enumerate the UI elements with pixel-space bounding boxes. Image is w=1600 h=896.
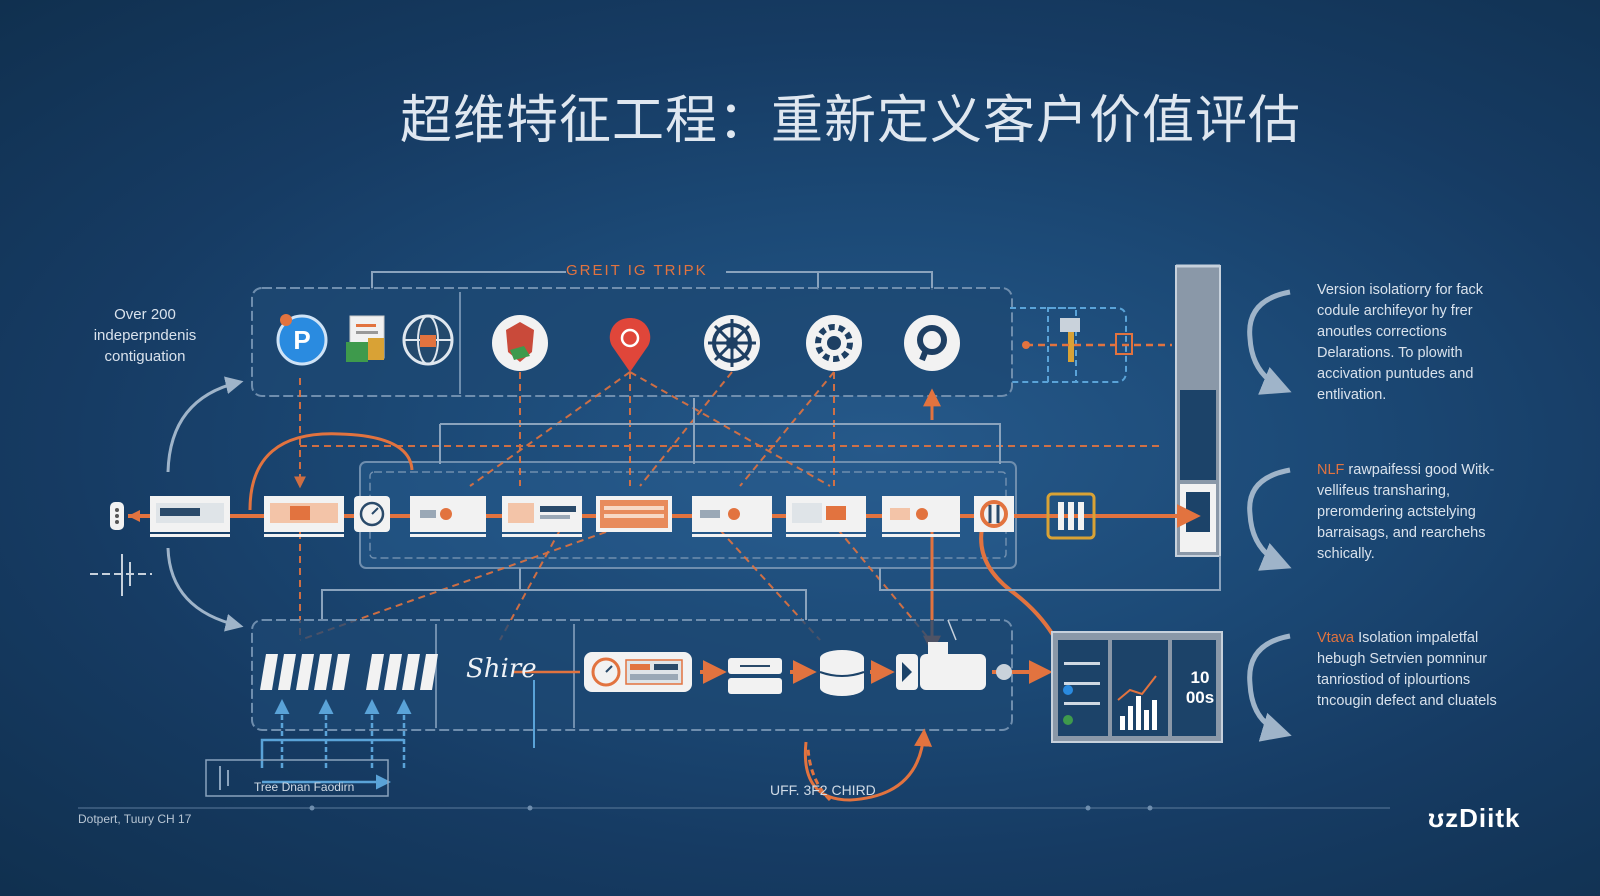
legend-box bbox=[205, 759, 389, 797]
description-body: rawpaifessi good Witk-vellifeus transhar… bbox=[1317, 462, 1495, 562]
crosshair-icon bbox=[90, 554, 152, 596]
description-highlight: Vtava bbox=[1317, 630, 1355, 646]
right-curve-arrows bbox=[1247, 289, 1292, 742]
stage-card bbox=[692, 496, 772, 537]
location-pin-icon bbox=[609, 318, 651, 372]
output-unit-icon bbox=[896, 642, 986, 690]
stage-card bbox=[786, 496, 866, 537]
stage-cards bbox=[150, 492, 1096, 540]
document-chart-icon bbox=[346, 315, 385, 362]
dashboard-panel bbox=[1051, 631, 1223, 743]
bottom-center-label: UFF. 3F2 CHIRD bbox=[770, 782, 876, 798]
bottom-left-label: Tree Dnan Faodirn bbox=[254, 780, 355, 794]
page-title: 超维特征工程：重新定义客户价值评估 bbox=[400, 91, 1302, 151]
side-note: Over 200 indeperpndenis contiguation bbox=[93, 306, 197, 365]
description-block-1: Version isolatiorry for fack codule arch… bbox=[1317, 280, 1517, 406]
server-stack-icon bbox=[728, 658, 782, 694]
stacked-slabs-icon bbox=[260, 654, 438, 690]
shield-hand-icon bbox=[492, 315, 548, 371]
stage-card bbox=[150, 496, 230, 537]
metric-value: 10 bbox=[1190, 668, 1210, 687]
description-body: Version isolatiorry for fack codule arch… bbox=[1317, 282, 1484, 403]
input-arrows bbox=[260, 699, 412, 790]
search-ring-icon bbox=[904, 315, 960, 371]
svg-text:P: P bbox=[293, 325, 310, 355]
stage-card bbox=[882, 496, 960, 537]
brand-logo: ʊzDiitk bbox=[1428, 803, 1521, 833]
gear-network-icon bbox=[806, 315, 862, 371]
stage-card bbox=[410, 496, 486, 537]
metric-readout: 10 00s bbox=[1182, 668, 1218, 708]
description-block-2: NLF rawpaifessi good Witk-vellifeus tran… bbox=[1317, 460, 1517, 565]
ships-wheel-icon bbox=[704, 315, 760, 371]
database-icon bbox=[819, 650, 865, 696]
metric-unit: 00s bbox=[1185, 688, 1215, 707]
stage-card bbox=[502, 496, 582, 537]
timer-card bbox=[354, 496, 390, 532]
bars-card bbox=[1046, 492, 1096, 540]
stage-card bbox=[974, 496, 1014, 532]
connector-plug-icon bbox=[1022, 318, 1172, 362]
stage-card bbox=[596, 496, 672, 532]
description-highlight: NLF bbox=[1317, 462, 1345, 478]
clock-panel-icon bbox=[584, 652, 692, 692]
globe-icon bbox=[402, 314, 454, 366]
description-body: Isolation impaletfal hebugh Setrvien pom… bbox=[1317, 630, 1497, 709]
description-block-3: Vtava Isolation impaletfal hebugh Setrvi… bbox=[1317, 628, 1517, 712]
stage-card bbox=[264, 496, 344, 537]
script-word-label: Shire bbox=[466, 654, 537, 684]
footer-text: Dotpert, Tuury CH 17 bbox=[78, 812, 192, 826]
p-badge-icon: P bbox=[276, 314, 328, 366]
left-endpoint-icon bbox=[110, 502, 124, 530]
top-section-label: GREIT IG TRIPK bbox=[566, 262, 708, 279]
